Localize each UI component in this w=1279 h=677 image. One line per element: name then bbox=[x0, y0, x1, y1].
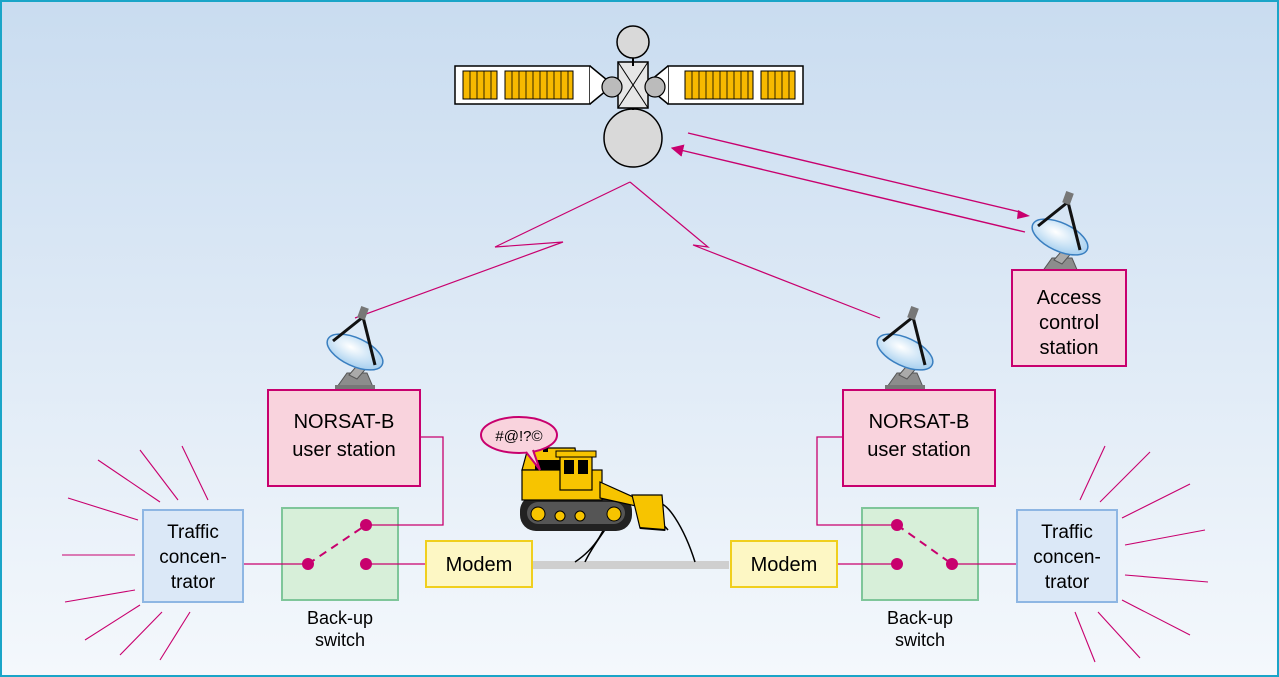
speech-text: #@!?© bbox=[495, 428, 542, 445]
left-modem: Modem bbox=[425, 540, 533, 588]
svg-text:Access: Access bbox=[1037, 287, 1101, 309]
svg-text:user station: user station bbox=[292, 439, 395, 461]
downlink-arrow bbox=[670, 144, 1026, 233]
landline-cable bbox=[533, 561, 729, 569]
radio-link-right bbox=[629, 181, 881, 319]
traffic-rays-left bbox=[62, 445, 209, 661]
svg-text:Traffic: Traffic bbox=[167, 522, 219, 543]
right-switch-label: Back-up bbox=[887, 608, 953, 628]
traffic-rays-right bbox=[1074, 445, 1209, 663]
svg-text:station: station bbox=[1040, 337, 1099, 359]
satellite-icon bbox=[454, 25, 804, 168]
left-traffic-concentrator: Traffic concen- trator bbox=[142, 509, 244, 603]
right-traffic-concentrator: Traffic concen- trator bbox=[1016, 509, 1118, 603]
svg-text:control: control bbox=[1039, 312, 1099, 334]
right-user-station: NORSAT-B user station bbox=[842, 389, 996, 487]
svg-text:NORSAT-B: NORSAT-B bbox=[294, 411, 395, 433]
connection-lines bbox=[243, 436, 1017, 565]
svg-text:NORSAT-B: NORSAT-B bbox=[869, 411, 970, 433]
left-backup-switch bbox=[281, 507, 399, 601]
svg-text:concen-: concen- bbox=[159, 547, 227, 568]
left-switch-label: Back-up bbox=[307, 608, 373, 628]
right-switch-label: switch bbox=[895, 630, 945, 650]
left-switch-label: switch bbox=[315, 630, 365, 650]
right-backup-switch bbox=[861, 507, 979, 601]
svg-text:concen-: concen- bbox=[1033, 547, 1101, 568]
svg-text:Modem: Modem bbox=[751, 554, 818, 576]
right-modem: Modem bbox=[730, 540, 838, 588]
left-user-station: NORSAT-B user station bbox=[267, 389, 421, 487]
svg-text:trator: trator bbox=[1045, 572, 1090, 593]
radio-link-left bbox=[354, 181, 631, 319]
svg-text:Modem: Modem bbox=[446, 554, 513, 576]
svg-text:user station: user station bbox=[867, 439, 970, 461]
uplink-arrow bbox=[687, 132, 1021, 213]
speech-bubble-icon: #@!?© bbox=[480, 416, 558, 471]
access-control-station: Access control station bbox=[1011, 269, 1127, 367]
svg-text:Traffic: Traffic bbox=[1041, 522, 1093, 543]
svg-text:trator: trator bbox=[171, 572, 216, 593]
